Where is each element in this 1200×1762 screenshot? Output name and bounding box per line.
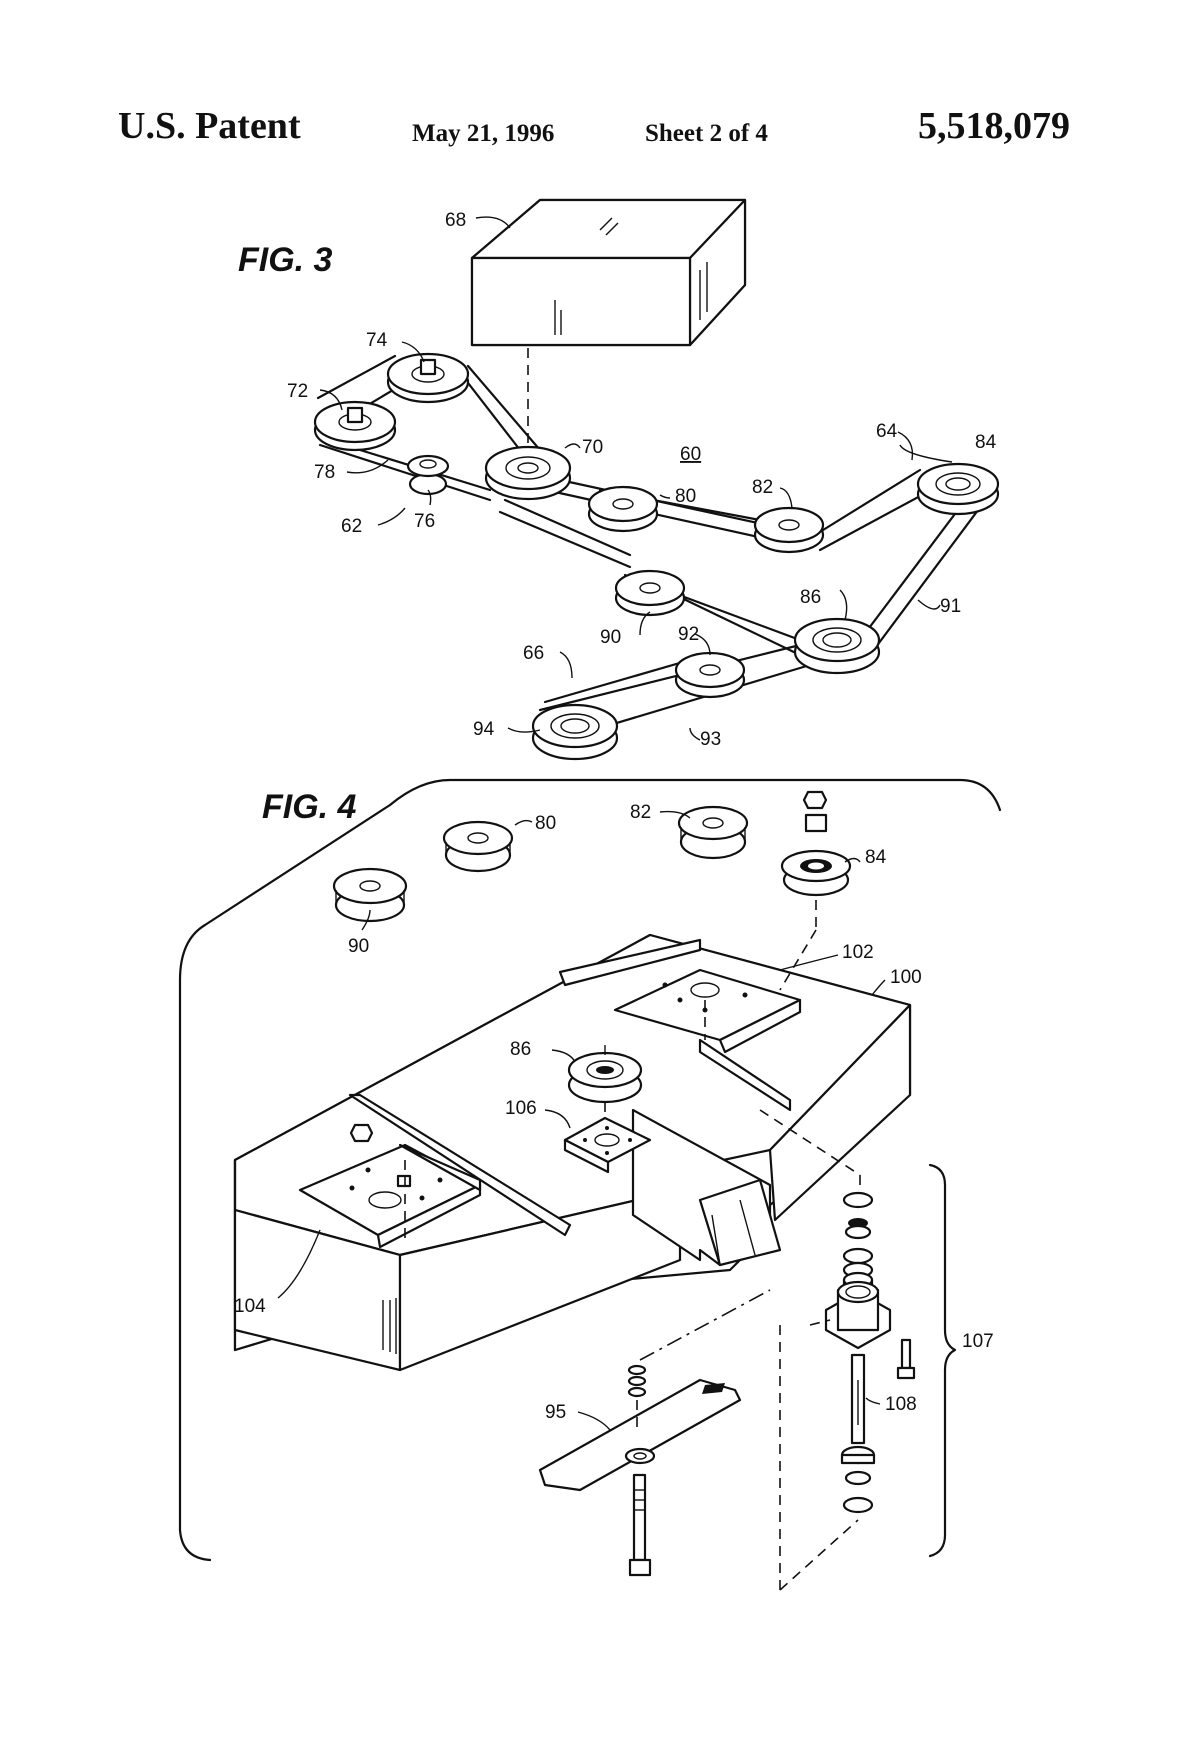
pulley-84-exploded — [780, 790, 852, 930]
pulley-70 — [484, 445, 572, 501]
fig3-label: FIG. 3 — [238, 241, 333, 279]
ref-100: 100 — [890, 967, 922, 988]
ref-82-fig4: 82 — [630, 802, 651, 823]
patent-date: May 21, 1996 — [412, 120, 555, 147]
spindle-assembly-107 — [779, 1163, 957, 1591]
bracket-104 — [298, 1093, 572, 1249]
pulley-74 — [386, 352, 470, 404]
ref-95: 95 — [545, 1402, 566, 1423]
ref-68: 68 — [445, 210, 466, 231]
ref-78: 78 — [314, 462, 335, 483]
pulley-86 — [793, 617, 881, 675]
ref-86: 86 — [800, 587, 821, 608]
ref-94: 94 — [473, 719, 495, 740]
patent-title: U.S. Patent — [118, 105, 301, 147]
ref-82: 82 — [752, 477, 773, 498]
pulley-72 — [313, 400, 397, 452]
drive-belts — [316, 354, 995, 742]
fig3-leaders — [319, 216, 953, 741]
pulley-90 — [614, 569, 686, 617]
ref-76: 76 — [414, 511, 435, 532]
pulley-80-exploded — [442, 820, 514, 873]
fig4-leaders — [277, 810, 886, 1431]
ref-91: 91 — [940, 596, 961, 617]
ref-84-fig4: 84 — [865, 847, 887, 868]
ref-107: 107 — [962, 1331, 994, 1352]
pulley-86-exploded — [567, 1045, 643, 1120]
ref-66: 66 — [523, 643, 544, 664]
ref-106: 106 — [505, 1098, 537, 1119]
ref-80-fig4: 80 — [535, 813, 556, 834]
pulley-90-exploded — [332, 867, 408, 923]
patent-number: 5,518,079 — [918, 105, 1070, 147]
fig3-drawing — [313, 198, 1000, 761]
ref-60: 60 — [680, 444, 701, 465]
gearbox-68 — [470, 198, 747, 445]
pulley-76 — [406, 454, 450, 496]
ref-84: 84 — [975, 432, 997, 453]
ref-72: 72 — [287, 381, 308, 402]
sheet-number: Sheet 2 of 4 — [645, 120, 768, 147]
fig4-enclosure — [178, 778, 1002, 1562]
bracket-106 — [563, 1116, 652, 1174]
pulley-82-exploded — [677, 805, 749, 860]
ref-70: 70 — [582, 437, 603, 458]
ref-64: 64 — [876, 421, 898, 442]
ref-104: 104 — [234, 1296, 266, 1317]
bracket-102 — [558, 929, 817, 1112]
ref-90-fig4: 90 — [348, 936, 369, 957]
ref-62: 62 — [341, 516, 362, 537]
fig4-drawing — [178, 778, 1002, 1591]
ref-86-fig4: 86 — [510, 1039, 531, 1060]
ref-102: 102 — [842, 942, 874, 963]
ref-92: 92 — [678, 624, 699, 645]
pulley-92 — [674, 651, 746, 699]
spindle-axis-upper — [759, 1109, 861, 1176]
pulley-80 — [587, 485, 659, 533]
ref-80: 80 — [675, 486, 696, 507]
fig4-label: FIG. 4 — [262, 788, 357, 826]
ref-93: 93 — [700, 729, 721, 750]
ref-90: 90 — [600, 627, 621, 648]
pulley-82 — [753, 506, 825, 554]
ref-108: 108 — [885, 1394, 917, 1415]
ref-74: 74 — [366, 330, 388, 351]
pulley-84 — [916, 462, 1000, 516]
blade-95 — [538, 1289, 771, 1577]
pulley-94 — [531, 703, 619, 761]
